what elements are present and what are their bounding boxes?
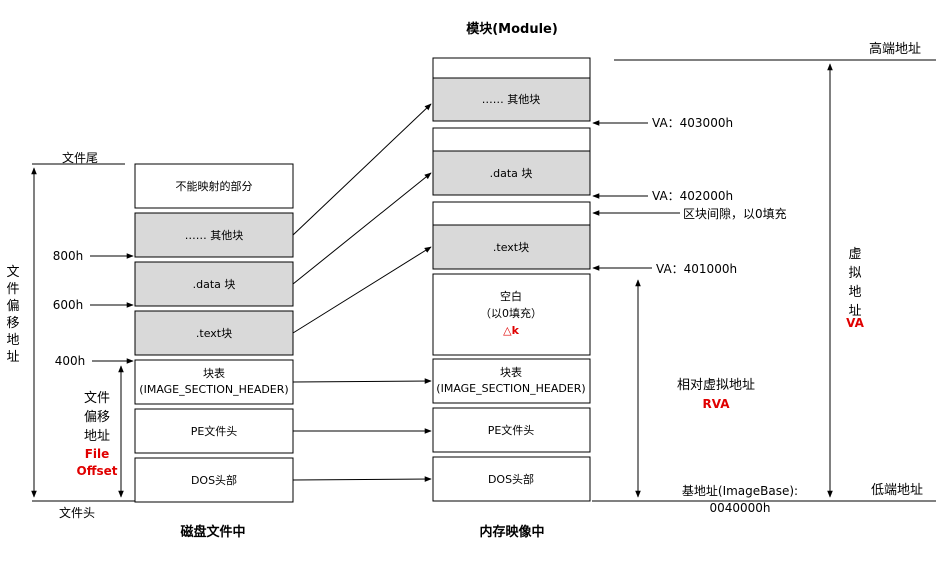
module-title: 模块(Module) — [466, 21, 558, 37]
mem-text-block — [432, 224, 591, 270]
va-char-4: 址 — [848, 304, 861, 319]
disk-other-block — [134, 212, 294, 258]
file-offset-inner-2: 偏移 — [84, 410, 110, 425]
offset-800h-label: 800h — [53, 249, 84, 263]
va-en-label: VA — [846, 316, 864, 330]
low-address-label: 低端地址 — [871, 483, 923, 498]
file-offset-char-1: 文 — [6, 265, 19, 280]
file-offset-char-5: 地 — [6, 333, 19, 348]
file-offset-en-1: File — [85, 447, 110, 461]
file-offset-en-2: Offset — [77, 464, 118, 478]
mem-other-label: …… 其他块 — [482, 93, 541, 106]
va-402000-label: VA：402000h — [652, 189, 733, 203]
rva-en-label: RVA — [703, 397, 731, 411]
va-401000-label: VA：401000h — [656, 262, 737, 276]
disk-text-block — [134, 310, 294, 356]
disk-pe-header-block — [134, 408, 294, 454]
disk-title: 磁盘文件中 — [180, 524, 245, 540]
file-offset-char-6: 址 — [6, 350, 19, 365]
mem-blank-label-2: （以0填充） — [480, 306, 542, 320]
va-char-2: 拟 — [848, 266, 861, 281]
file-offset-inner-1: 文件 — [84, 391, 110, 406]
image-base-label-1: 基地址(ImageBase): — [682, 484, 798, 498]
file-offset-vertical-text: 文 件 偏 移 地 址 — [6, 265, 19, 365]
va-char-3: 地 — [848, 285, 861, 300]
mem-section-table-label-1: 块表 — [500, 365, 522, 379]
mem-data-label: .data 块 — [490, 167, 533, 180]
virtual-address-annotations: 高端地址 低端地址 VA：403000h VA：402000h 区块间隙，以0填… — [592, 41, 936, 515]
memory-title: 内存映像中 — [479, 524, 544, 540]
mem-pe-header-label: PE文件头 — [488, 423, 535, 437]
map-arrow-dos-header — [292, 476, 432, 482]
va-403000-label: VA：403000h — [652, 116, 733, 130]
file-offset-char-3: 偏 — [6, 299, 19, 314]
file-offset-char-2: 件 — [6, 282, 19, 297]
disk-column: 不能映射的部分 …… 其他块 .data 块 .text块 块表 (IMAGE_… — [134, 163, 294, 503]
file-offset-inner-3: 地址 — [84, 429, 110, 444]
mem-blank-block — [432, 273, 591, 356]
file-offset-annotations: 文件尾 文件头 文 件 偏 移 地 址 800h 600h 400h 文件 偏移… — [6, 150, 135, 520]
disk-section-table-label-2: (IMAGE_SECTION_HEADER) — [139, 383, 288, 396]
memory-column: …… 其他块 .data 块 .text块 空白 （以0填充） △k 块表 (I… — [432, 57, 591, 502]
mem-other-block — [432, 77, 591, 122]
rva-cn-label: 相对虚拟地址 — [677, 378, 755, 393]
map-arrow-other — [292, 103, 432, 236]
gap-note-label: 区块间隙，以0填充 — [683, 206, 787, 221]
map-arrow-text — [292, 246, 432, 334]
disk-dos-header-block — [134, 457, 294, 503]
mem-dos-header-label: DOS头部 — [488, 472, 534, 486]
va-char-1: 虚 — [848, 247, 861, 262]
file-offset-char-4: 移 — [6, 316, 19, 331]
disk-dos-header-label: DOS头部 — [191, 473, 237, 487]
mem-data-block — [432, 150, 591, 196]
map-arrow-section-table — [292, 378, 432, 384]
file-head-label: 文件头 — [59, 505, 95, 520]
disk-unmapped-label: 不能映射的部分 — [176, 179, 253, 193]
map-arrow-data — [292, 172, 432, 285]
high-address-label: 高端地址 — [869, 41, 921, 57]
disk-section-table-label-1: 块表 — [203, 366, 225, 380]
mem-delta-k-label: △k — [503, 324, 519, 337]
disk-data-block — [134, 261, 294, 307]
mem-section-table-label-2: (IMAGE_SECTION_HEADER) — [436, 382, 585, 395]
image-base-label-2: 0040000h — [709, 501, 770, 515]
mem-blank-label-1: 空白 — [500, 289, 522, 303]
mem-data-gap-block — [432, 127, 591, 152]
mem-dos-header-block — [432, 456, 591, 502]
mem-top-gap-block — [432, 57, 591, 79]
mem-section-table-block — [432, 358, 591, 404]
mapping-arrows — [292, 103, 432, 482]
disk-pe-header-label: PE文件头 — [191, 424, 238, 438]
disk-text-label: .text块 — [196, 327, 232, 340]
offset-400h-label: 400h — [55, 354, 86, 368]
mem-text-label: .text块 — [493, 241, 529, 254]
offset-600h-label: 600h — [53, 298, 84, 312]
disk-unmapped-block — [134, 163, 294, 209]
disk-section-table-block — [134, 359, 294, 405]
mem-pe-header-block — [432, 407, 591, 453]
disk-other-label: …… 其他块 — [185, 229, 244, 242]
file-tail-label: 文件尾 — [62, 150, 98, 165]
disk-data-label: .data 块 — [193, 278, 236, 291]
mem-text-gap-block — [432, 201, 591, 226]
